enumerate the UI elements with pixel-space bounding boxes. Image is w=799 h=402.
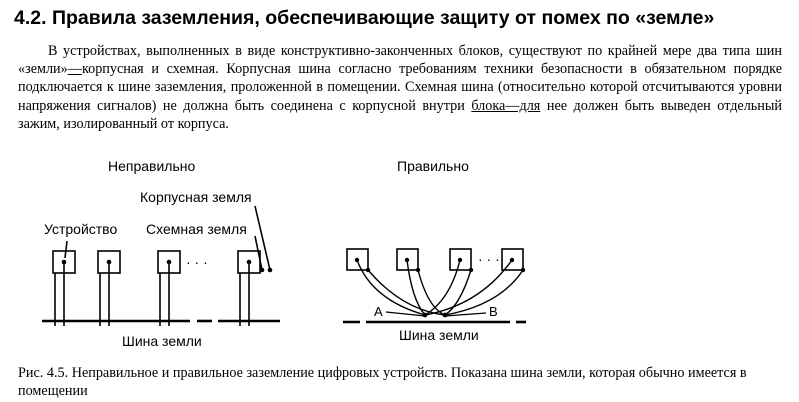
- paragraph-underlined: блока—для: [471, 97, 541, 114]
- circuit-ground-label: Схемная земля: [146, 221, 247, 237]
- body-paragraph: В устройствах, выполненных в виде констр…: [18, 42, 782, 133]
- right-ellipsis: · · ·: [478, 251, 500, 267]
- incorrect-title: Неправильно: [108, 158, 196, 174]
- device-label: Устройство: [44, 221, 117, 237]
- device-box-r1: [346, 248, 369, 271]
- case-ground-label: Корпусная земля: [140, 189, 252, 205]
- device-box-r2: [396, 248, 419, 271]
- device-box-r3: [449, 248, 472, 271]
- paragraph-dash: —: [67, 61, 82, 78]
- paragraph-text-3: нее должен быть выведен отдельный зажим,…: [18, 97, 782, 132]
- figure-caption: Рис. 4.5. Неправильное и правильное зазе…: [18, 365, 747, 400]
- correct-title: Правильно: [397, 158, 469, 174]
- right-bus-label: Шина земли: [399, 327, 479, 343]
- incorrect-diagram: Неправильно Корпусная земля Устройство С…: [42, 158, 280, 349]
- point-a-label: А: [374, 304, 383, 319]
- case-ground-leader: [254, 205, 271, 271]
- device-box-r4: [501, 248, 524, 271]
- device-leader: [64, 240, 68, 259]
- grounding-figure: Неправильно Корпусная земля Устройство С…: [0, 150, 799, 350]
- left-ellipsis: · · ·: [186, 254, 208, 270]
- correct-diagram: Правильно · · ·: [343, 158, 526, 343]
- left-bus-label: Шина земли: [122, 333, 202, 349]
- circuit-ground-leader: [254, 235, 263, 271]
- section-heading: 4.2. Правила заземления, обеспечивающие …: [14, 7, 715, 29]
- paragraph-text-2: корпусная и схемная. Корпусная шина согл…: [18, 61, 782, 114]
- grounding-diagram: Неправильно Корпусная земля Устройство С…: [42, 158, 526, 349]
- paragraph-text-1: В устройствах, выполненных в виде констр…: [18, 43, 782, 78]
- point-b-label: В: [489, 304, 498, 319]
